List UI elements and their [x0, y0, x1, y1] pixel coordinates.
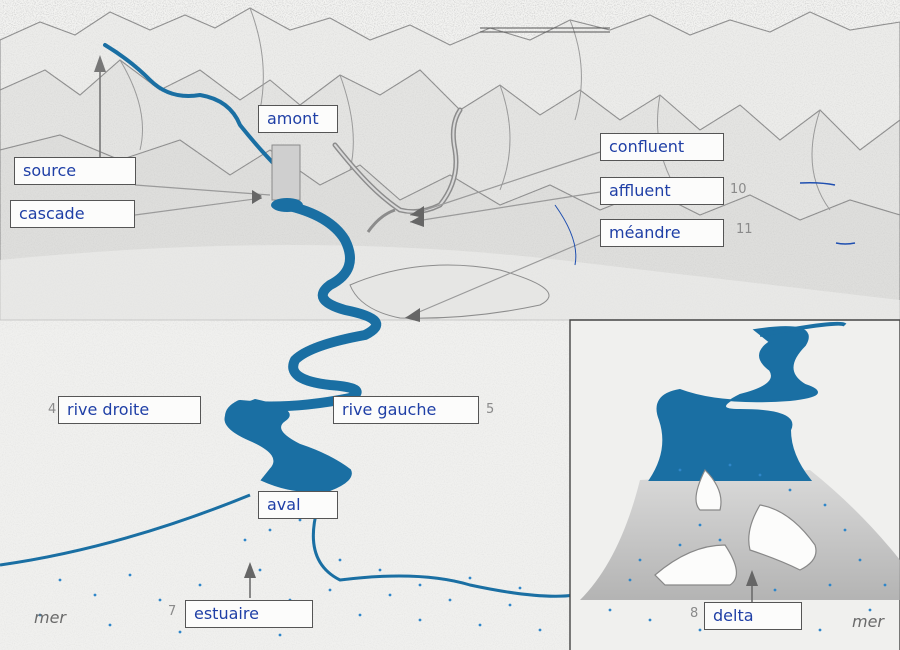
pointer-lines	[134, 151, 601, 319]
label-confluent: confluent	[600, 133, 724, 161]
label-affluent: affluent	[600, 177, 724, 205]
label-source: source	[14, 157, 136, 185]
delta-river	[648, 326, 818, 481]
label-meandre: méandre	[600, 219, 724, 247]
number-5: 5	[486, 402, 495, 417]
label-rive-droite: rive droite	[58, 396, 201, 424]
delta-inset	[569, 319, 900, 650]
delta-fan	[580, 470, 900, 600]
number-10: 10	[730, 182, 747, 197]
label-rive-gauche: rive gauche	[333, 396, 479, 424]
delta-islands	[654, 468, 817, 586]
label-amont: amont	[258, 105, 338, 133]
number-11: 11	[736, 222, 753, 237]
number-8: 8	[690, 606, 699, 621]
number-4: 4	[48, 402, 57, 417]
waterfall	[271, 144, 301, 201]
label-delta: delta	[704, 602, 802, 630]
delta-dots	[608, 463, 887, 632]
coastline-right	[311, 499, 576, 598]
label-aval: aval	[258, 491, 338, 519]
coastline-left	[0, 493, 251, 567]
number-7: 7	[168, 604, 177, 619]
label-cascade: cascade	[10, 200, 135, 228]
sea-label-right: mer	[852, 612, 885, 631]
label-estuaire: estuaire	[185, 600, 313, 628]
sea-label-left: mer	[34, 608, 67, 627]
river-lower	[224, 398, 352, 493]
